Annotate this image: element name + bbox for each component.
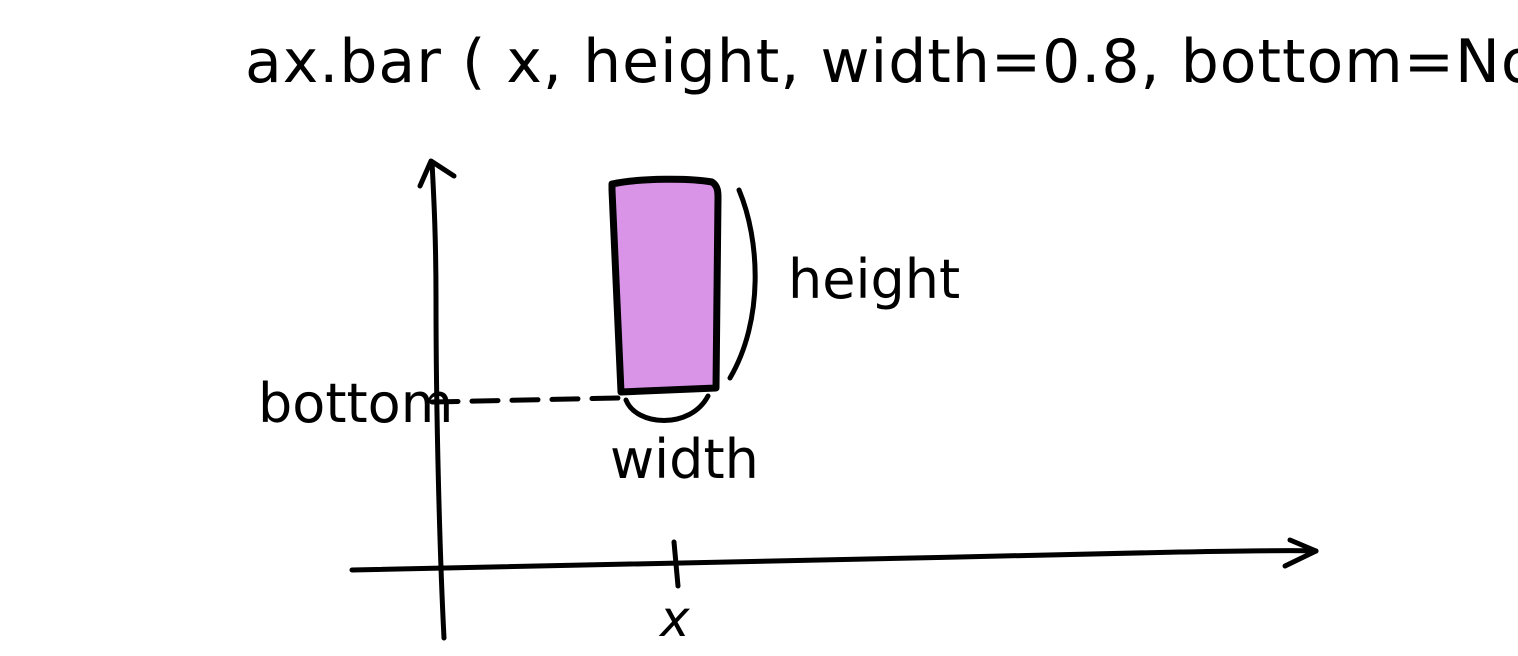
- x-tick: [671, 539, 681, 589]
- height-label: height: [788, 248, 960, 311]
- bar-rect: [608, 175, 722, 396]
- x-axis: [349, 537, 1319, 573]
- bottom-label: bottom: [258, 372, 453, 435]
- width-bracket: [623, 393, 711, 423]
- height-bracket: [727, 187, 758, 381]
- x-label: x: [658, 590, 690, 648]
- diagram-title: ax.bar ( x, height, width=0.8, bottom=No…: [245, 27, 1518, 97]
- width-label: width: [610, 428, 759, 491]
- bottom-dashed-line: [429, 395, 621, 405]
